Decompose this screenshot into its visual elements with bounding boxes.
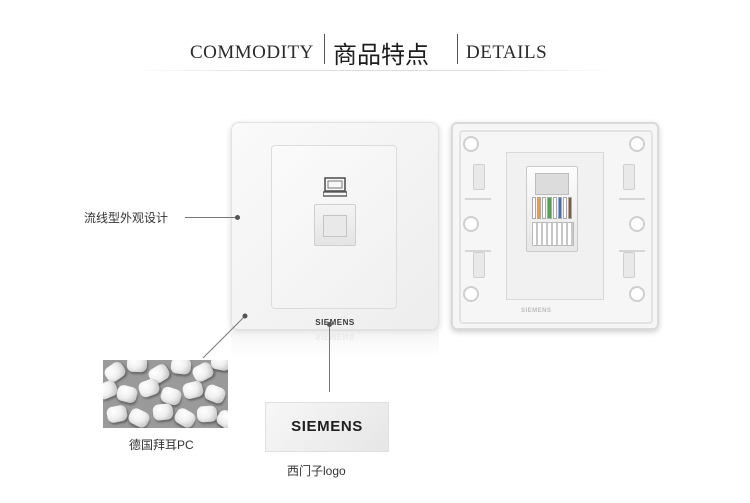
wire-6 [557,197,562,219]
rib [465,250,491,252]
header-title-cn: 商品特点 [333,41,429,69]
pellet [170,360,192,376]
callout-material-line [202,313,248,359]
header-commodity: COMMODITY [190,42,314,63]
socket-back-plate: SIEMENS [451,122,659,330]
header-separator-left [324,34,325,64]
screw-hole-bottom-right [629,286,645,302]
back-brand-mark: SIEMENS [521,308,552,314]
header-divider [130,70,620,71]
wire-1 [532,197,537,219]
pellet [115,383,139,405]
mount-slot [623,164,635,190]
pellet [126,360,148,373]
screw-hole-top-left [463,136,479,152]
rib [619,250,645,252]
front-brand-label: SIEMENS [315,318,355,327]
callout-logo-line [329,326,330,392]
wire-3 [542,197,547,219]
computer-icon [323,177,347,197]
section-header: COMMODITY 商品特点 DETAILS [0,22,750,70]
pellet [181,379,205,401]
pellet [105,404,129,424]
header-separator-right [457,34,458,64]
pellet [126,406,152,428]
callout-logo-dot [327,322,332,327]
pellet [172,406,198,428]
screw-hole-top-right [629,136,645,152]
screw-hole-left [463,216,479,232]
rj45-jack [314,204,356,246]
mount-slot [623,252,635,278]
wire-8 [567,197,572,219]
mount-slot [473,252,485,278]
pellet [152,402,174,422]
jack-opening [323,215,347,237]
screw-hole-bottom-left [463,286,479,302]
mount-slot [473,164,485,190]
pellet [202,382,228,406]
module-latch [535,173,569,195]
wire-2 [537,197,542,219]
callout-design-dot [235,215,240,220]
wire-5 [552,197,557,219]
keystone-module [526,166,578,252]
wire-4 [547,197,552,219]
idc-contacts [532,222,574,246]
front-plate-reflection [231,331,439,357]
callout-material: 德国拜耳PC [129,438,194,452]
logo-sample: SIEMENS [265,402,389,452]
socket-front-plate: SIEMENS SIEMENS [231,122,439,341]
wire-terminals [532,197,572,219]
pellet [196,405,218,423]
callout-design-line [185,217,237,218]
callout-design: 流线型外观设计 [84,211,169,225]
rib [465,198,491,200]
header-details: DETAILS [466,42,548,63]
screw-hole-right [629,216,645,232]
pc-pellets-image [103,360,228,428]
wire-7 [562,197,567,219]
back-frame [459,130,653,324]
rib [619,198,645,200]
callout-logo: 西门子logo [287,464,346,478]
logo-sample-text: SIEMENS [291,418,363,435]
